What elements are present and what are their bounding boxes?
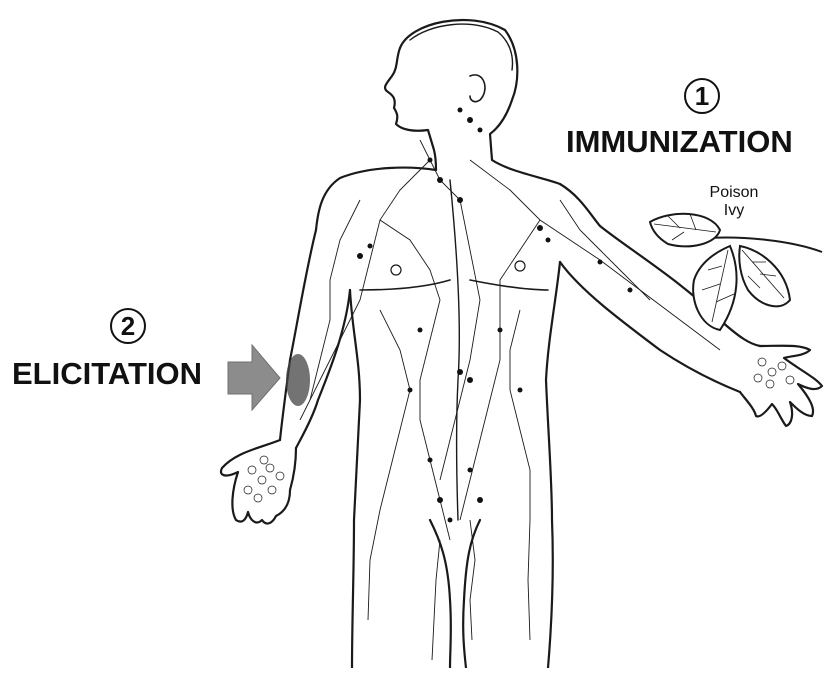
left-arm-outer: [280, 230, 316, 440]
head-outline: [400, 20, 560, 184]
torso-left: [350, 290, 360, 668]
right-arrow-icon: [228, 345, 280, 410]
chest-line: [360, 280, 548, 290]
immunization-label: IMMUNIZATION: [566, 124, 793, 160]
plant-line2: Ivy: [706, 202, 762, 220]
step1-number: 1: [684, 78, 720, 114]
step2-number: 2: [110, 308, 146, 344]
right-hand: [740, 346, 822, 426]
plant-line1: Poison: [706, 184, 762, 202]
elicitation-label: ELICITATION: [12, 356, 202, 392]
step2-number-text: 2: [121, 311, 135, 342]
hair: [410, 24, 512, 70]
right-hand-texture: [754, 358, 794, 388]
face-profile: [385, 48, 436, 170]
midline: [450, 180, 459, 520]
rash-patch: [286, 354, 310, 406]
lymph-nodes: [357, 108, 633, 523]
left-hand-texture: [244, 456, 284, 502]
torso-right: [546, 262, 560, 668]
leaf-icon: [650, 214, 822, 330]
step1-number-text: 1: [695, 81, 709, 112]
left-shoulder: [316, 168, 436, 230]
ear: [470, 75, 485, 102]
ivy-leaf-bottom: [693, 246, 736, 330]
poison-ivy-label: Poison Ivy: [706, 184, 762, 220]
